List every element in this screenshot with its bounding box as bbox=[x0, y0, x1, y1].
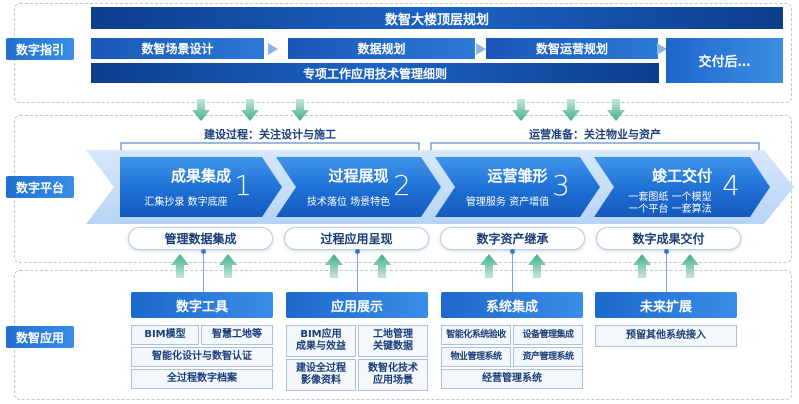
stage-4-subtitle-2: 一个平台 一套算法 bbox=[628, 204, 712, 215]
tool-header-app-display: 应用展示 bbox=[286, 292, 428, 318]
tool-header-digital-tools: 数字工具 bbox=[131, 292, 273, 318]
stage-1-number: 1 bbox=[234, 169, 252, 202]
connector-line bbox=[357, 250, 358, 292]
phase-label-construction: 建设过程：关注设计与施工 bbox=[170, 126, 370, 142]
section-tag-apps: 数智应用 bbox=[6, 326, 74, 348]
connector-dot bbox=[510, 249, 515, 254]
stage-3-subtitle: 管理服务 资产增值 bbox=[465, 197, 550, 208]
down-arrow-icon bbox=[512, 99, 530, 121]
cell-bim-model: BIM模型 bbox=[131, 325, 199, 345]
connector-dot bbox=[664, 249, 669, 254]
cell-property-system: 物业管理系统 bbox=[441, 347, 511, 367]
up-arrow-icon bbox=[480, 254, 498, 278]
stage-1: 成果集成 汇集抄录 数字底座 1 bbox=[120, 157, 282, 217]
stage-3-number: 3 bbox=[552, 169, 570, 202]
up-arrow-icon bbox=[633, 254, 651, 278]
phase-bracket-operation bbox=[430, 142, 760, 154]
cell-reserved-systems: 预留其他系统接入 bbox=[595, 325, 737, 347]
stage-2-subtitle: 技术落位 场景特色 bbox=[306, 197, 391, 208]
pill-management-data: 管理数据集成 bbox=[128, 227, 273, 250]
pill-digital-delivery: 数字成果交付 bbox=[596, 227, 741, 250]
connector-line bbox=[203, 250, 204, 292]
stage-3: 运营雏形 管理服务 资产增值 3 bbox=[435, 157, 600, 217]
down-arrow-icon bbox=[241, 99, 259, 121]
up-arrow-icon bbox=[171, 254, 189, 278]
down-arrow-icon bbox=[607, 99, 625, 121]
stage-1-subtitle: 汇集抄录 数字底座 bbox=[144, 197, 228, 208]
stage-4-subtitle-1: 一套图纸 一个模型 bbox=[628, 192, 712, 203]
stage-2-number: 2 bbox=[393, 169, 411, 202]
top-planning-bar: 数智大楼顶层规划 bbox=[91, 7, 783, 29]
phase-bracket-construction bbox=[120, 142, 420, 154]
down-arrow-icon bbox=[291, 99, 309, 121]
stage-3-title: 运营雏形 bbox=[487, 167, 548, 185]
cell-construction-images: 建设全过程 影像资料 bbox=[286, 359, 356, 391]
delivery-box: 交付后… bbox=[666, 38, 783, 83]
arrow-right-icon bbox=[476, 43, 486, 55]
cell-equipment-integration: 设备管理集成 bbox=[513, 325, 583, 345]
pill-digital-asset: 数字资产继承 bbox=[440, 227, 585, 250]
stage-1-title: 成果集成 bbox=[170, 167, 231, 185]
up-arrow-icon bbox=[681, 254, 699, 278]
connector-dot bbox=[355, 249, 360, 254]
stage-4: 竣工交付 一套图纸 一个模型 一个平台 一套算法 4 bbox=[594, 157, 770, 217]
arrow-right-icon bbox=[268, 43, 278, 55]
connector-line bbox=[666, 250, 667, 292]
cell-business-system: 经营管理系统 bbox=[441, 369, 583, 389]
cell-smart-site: 智慧工地等 bbox=[201, 325, 273, 345]
cell-site-management: 工地管理 关键数据 bbox=[358, 325, 428, 357]
tool-header-future-extension: 未来扩展 bbox=[595, 292, 737, 318]
section-tag-platform: 数字平台 bbox=[6, 176, 74, 198]
stage-2: 过程展现 技术落位 场景特色 2 bbox=[276, 157, 441, 217]
tool-header-system-integration: 系统集成 bbox=[441, 292, 583, 318]
cell-intelligent-system-acceptance: 智能化系统验收 bbox=[441, 325, 511, 345]
cell-asset-system: 资产管理系统 bbox=[513, 347, 583, 367]
cell-tech-scenarios: 数智化技术 应用场景 bbox=[358, 359, 428, 391]
up-arrow-icon bbox=[373, 254, 391, 278]
up-arrow-icon bbox=[219, 254, 237, 278]
down-arrow-icon bbox=[562, 99, 580, 121]
cell-intelligent-design: 智能化设计与数智认证 bbox=[131, 347, 273, 367]
mid-bar-scene-design: 数智场景设计 bbox=[91, 38, 264, 59]
mid-bar-data-planning: 数据规划 bbox=[288, 38, 475, 59]
cell-digital-archive: 全过程数字档案 bbox=[131, 369, 273, 389]
down-arrow-icon bbox=[192, 99, 210, 121]
stage-2-title: 过程展现 bbox=[328, 167, 389, 185]
connector-line bbox=[512, 250, 513, 292]
phase-label-operation: 运营准备：关注物业与资产 bbox=[490, 126, 700, 142]
arrow-right-icon bbox=[657, 43, 667, 55]
section-tag-guide: 数字指引 bbox=[6, 38, 74, 60]
up-arrow-icon bbox=[325, 254, 343, 278]
stage-4-number: 4 bbox=[722, 169, 740, 202]
pill-process-application: 过程应用呈现 bbox=[284, 227, 429, 250]
mid-bar-operation-planning: 数智运营规划 bbox=[486, 38, 658, 59]
connector-dot bbox=[201, 249, 206, 254]
up-arrow-icon bbox=[528, 254, 546, 278]
stage-4-title: 竣工交付 bbox=[651, 167, 712, 185]
cell-bim-application: BIM应用 成果与效益 bbox=[286, 325, 356, 357]
bottom-guide-bar: 专项工作应用技术管理细则 bbox=[91, 63, 659, 83]
